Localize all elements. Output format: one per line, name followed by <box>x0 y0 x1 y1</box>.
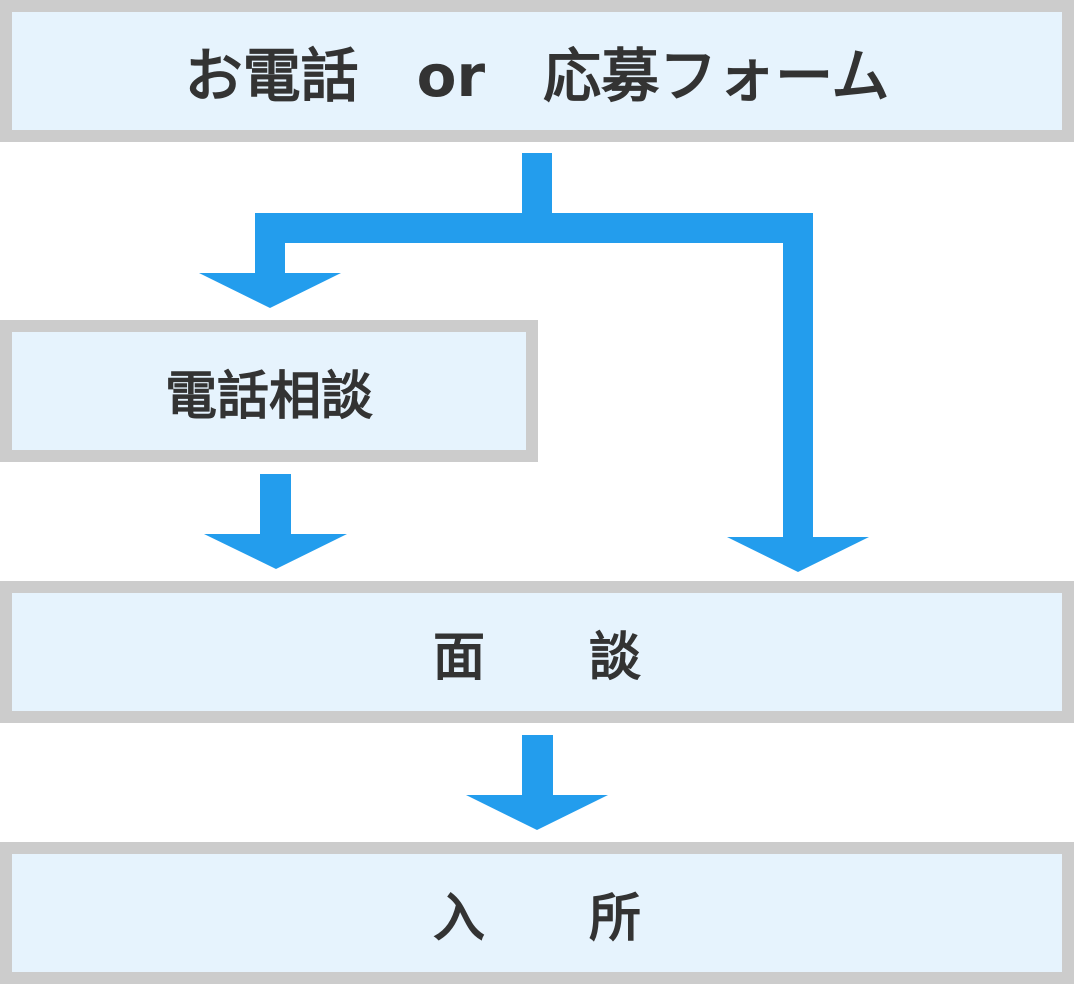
connector-stem <box>522 153 552 214</box>
arrow-down-to-interview-left <box>204 534 347 569</box>
step-enroll-box: 入 所 <box>0 842 1074 984</box>
step-enroll-label: 入 所 <box>432 888 641 949</box>
arrow-down-to-interview-right <box>727 537 869 572</box>
connector-interview-stem <box>522 735 553 797</box>
step-start-label: お電話 or 応募フォーム <box>184 42 890 110</box>
arrow-down-to-enroll <box>466 795 608 830</box>
connector-right-drop <box>783 213 813 539</box>
step-start-box: お電話 or 応募フォーム <box>0 0 1074 142</box>
connector-left-drop <box>255 213 285 275</box>
step-interview-box: 面 談 <box>0 581 1074 723</box>
connector-horizontal <box>255 213 813 243</box>
step-phone-consultation-box: 電話相談 <box>0 320 538 462</box>
connector-phone-stem <box>260 474 291 536</box>
step-interview-label: 面 談 <box>432 627 641 688</box>
arrow-down-to-phone-consultation <box>199 273 341 308</box>
step-phone-consultation-label: 電話相談 <box>164 366 373 427</box>
